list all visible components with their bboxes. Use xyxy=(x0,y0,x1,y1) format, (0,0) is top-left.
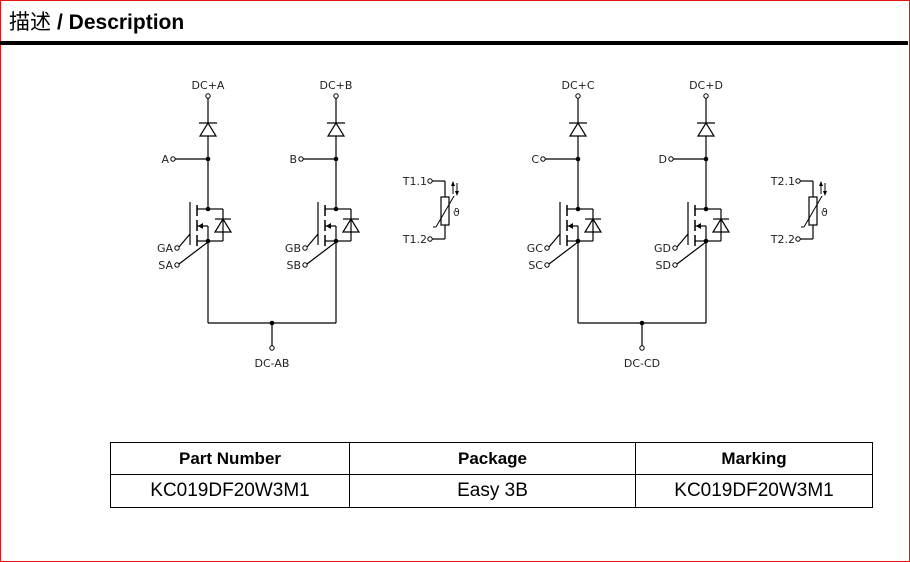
label-ga: GA xyxy=(157,242,174,255)
table-row: KC019DF20W3M1 Easy 3B KC019DF20W3M1 xyxy=(110,474,873,508)
label-sc: SC xyxy=(528,259,543,272)
half-bridge-a xyxy=(170,93,232,324)
label-dc-plus-c: DC+C xyxy=(561,79,594,92)
label-sb: SB xyxy=(286,259,301,272)
label-t1-2: T1.2 xyxy=(402,233,427,246)
label-gc: GC xyxy=(527,242,544,255)
cell-package: Easy 3B xyxy=(349,474,636,508)
header-rule xyxy=(0,41,908,45)
cell-marking: KC019DF20W3M1 xyxy=(635,474,873,508)
table-header-row: Part Number Package Marking xyxy=(110,442,873,475)
label-theta-2: ϑ xyxy=(821,206,828,219)
column-header-package: Package xyxy=(349,442,636,475)
label-b: B xyxy=(289,153,297,166)
label-theta-1: ϑ xyxy=(453,206,460,219)
label-sd: SD xyxy=(656,259,671,272)
label-sa: SA xyxy=(158,259,173,272)
label-dc-plus-d: DC+D xyxy=(689,79,723,92)
label-t2-2: T2.2 xyxy=(770,233,795,246)
label-gb: GB xyxy=(285,242,301,255)
label-t2-1: T2.1 xyxy=(770,175,795,188)
section-title-english: / Description xyxy=(57,11,185,34)
label-gd: GD xyxy=(654,242,671,255)
label-a: A xyxy=(161,153,169,166)
cell-part-number: KC019DF20W3M1 xyxy=(110,474,350,508)
section-header: 描述 / Description xyxy=(0,0,908,45)
label-dc-plus-a: DC+A xyxy=(192,79,225,92)
label-dc-plus-b: DC+B xyxy=(320,79,353,92)
half-bridge-c xyxy=(540,93,602,324)
section-title-chinese: 描述 xyxy=(9,10,51,34)
label-d: D xyxy=(659,153,667,166)
column-header-marking: Marking xyxy=(635,442,873,475)
bus-ab xyxy=(208,320,336,351)
label-c: C xyxy=(531,153,539,166)
parts-table: Part Number Package Marking KC019DF20W3M… xyxy=(110,442,873,508)
bus-cd xyxy=(578,320,706,351)
section-title: 描述 / Description xyxy=(9,9,184,36)
label-dc-minus-cd: DC-CD xyxy=(624,357,660,370)
label-t1-1: T1.1 xyxy=(402,175,427,188)
label-dc-minus-ab: DC-AB xyxy=(255,357,290,370)
column-header-part-number: Part Number xyxy=(110,442,350,475)
half-bridge-d xyxy=(668,93,730,324)
half-bridge-b xyxy=(298,93,360,324)
circuit-schematic: DC+A DC+B DC+C DC+D A B C D GA SA GB SB … xyxy=(157,79,828,370)
